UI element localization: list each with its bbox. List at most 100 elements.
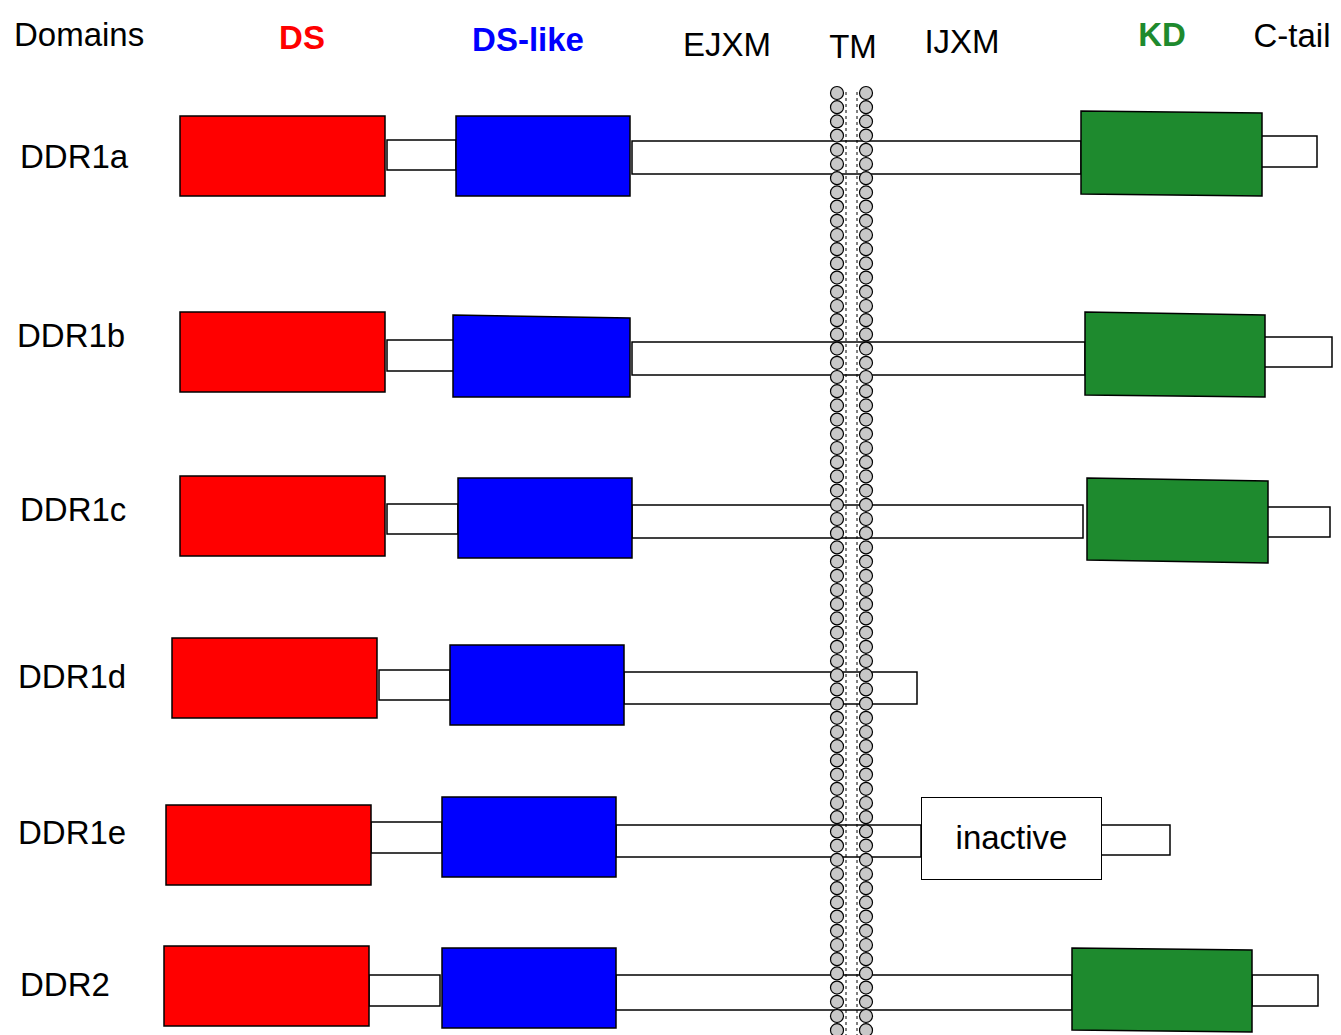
lipid-head xyxy=(831,442,844,455)
domain-header: KD xyxy=(1138,17,1186,53)
lipid-head xyxy=(860,172,873,185)
isoform-label: DDR1e xyxy=(18,815,126,851)
lipid-head xyxy=(831,143,844,156)
lipid-head xyxy=(860,498,873,511)
lipid-head xyxy=(831,1024,844,1035)
lipid-head xyxy=(831,768,844,781)
lipid-head xyxy=(831,527,844,540)
lipid-head xyxy=(860,598,873,611)
lipid-head xyxy=(860,143,873,156)
lipid-head xyxy=(860,555,873,568)
lipid-head xyxy=(831,612,844,625)
isoform-label: DDR1d xyxy=(18,659,126,695)
lipid-head xyxy=(831,626,844,639)
lipid-head xyxy=(831,513,844,526)
lipid-head xyxy=(831,939,844,952)
domain-header: IJXM xyxy=(924,24,999,60)
lipid-head xyxy=(831,285,844,298)
lipid-head xyxy=(831,967,844,980)
lipid-head xyxy=(860,115,873,128)
lipid-head xyxy=(831,882,844,895)
lipid-head xyxy=(831,399,844,412)
lipid-head xyxy=(860,158,873,171)
lipid-head xyxy=(860,1024,873,1035)
lipid-head xyxy=(831,200,844,213)
lipid-head xyxy=(831,229,844,242)
lipid-head xyxy=(831,470,844,483)
lipid-head xyxy=(831,995,844,1008)
lipid-head xyxy=(860,328,873,341)
lipid-head xyxy=(860,129,873,142)
lipid-head xyxy=(831,655,844,668)
domain-header: EJXM xyxy=(683,27,771,63)
lipid-head xyxy=(860,1010,873,1023)
lipid-head xyxy=(831,981,844,994)
domain-header: TM xyxy=(829,29,877,65)
lipid-head xyxy=(860,527,873,540)
lipid-head xyxy=(860,442,873,455)
lipid-head xyxy=(860,371,873,384)
lipid-head xyxy=(831,257,844,270)
ds-like-domains xyxy=(442,116,632,1028)
isoform-label: DDR1b xyxy=(17,318,125,354)
lipid-head xyxy=(860,995,873,1008)
lipid-head xyxy=(860,782,873,795)
ds-domains xyxy=(164,116,385,1026)
lipid-head xyxy=(860,541,873,554)
lipid-head xyxy=(831,754,844,767)
lipid-head xyxy=(860,655,873,668)
lipid-head xyxy=(831,782,844,795)
lipid-head xyxy=(860,385,873,398)
lipid-head xyxy=(860,285,873,298)
lipid-head xyxy=(831,214,844,227)
lipid-head xyxy=(860,243,873,256)
lipid-head xyxy=(860,868,873,881)
lipid-head xyxy=(860,186,873,199)
lipid-head xyxy=(831,243,844,256)
linkers-and-bars xyxy=(369,136,1332,1010)
lipid-head xyxy=(860,981,873,994)
lipid-head xyxy=(831,953,844,966)
lipid-head xyxy=(831,186,844,199)
lipid-head xyxy=(860,214,873,227)
lipid-head xyxy=(860,939,873,952)
lipid-head xyxy=(860,697,873,710)
lipid-head xyxy=(860,356,873,369)
lipid-head xyxy=(831,300,844,313)
lipid-head xyxy=(860,584,873,597)
lipid-head xyxy=(831,371,844,384)
lipid-head xyxy=(831,328,844,341)
lipid-head xyxy=(831,172,844,185)
lipid-head xyxy=(860,896,873,909)
lipid-head xyxy=(860,271,873,284)
domain-header: C-tail xyxy=(1253,18,1330,54)
lipid-head xyxy=(860,740,873,753)
lipid-head xyxy=(831,853,844,866)
lipid-head xyxy=(831,825,844,838)
lipid-head xyxy=(860,910,873,923)
lipid-head xyxy=(831,868,844,881)
lipid-head xyxy=(860,626,873,639)
lipid-head xyxy=(860,229,873,242)
lipid-head xyxy=(860,640,873,653)
lipid-head xyxy=(831,87,844,100)
lipid-head xyxy=(831,356,844,369)
lipid-head xyxy=(860,967,873,980)
lipid-head xyxy=(831,726,844,739)
lipid-head xyxy=(860,839,873,852)
lipid-head xyxy=(831,115,844,128)
lipid-head xyxy=(860,683,873,696)
lipid-head xyxy=(831,342,844,355)
lipid-head xyxy=(860,427,873,440)
lipid-head xyxy=(860,101,873,114)
lipid-head xyxy=(831,129,844,142)
inactive-kinase-box: inactive xyxy=(921,797,1102,880)
lipid-head xyxy=(860,300,873,313)
lipid-head xyxy=(860,924,873,937)
isoform-label: DDR2 xyxy=(20,967,110,1003)
lipid-head xyxy=(860,200,873,213)
lipid-head xyxy=(831,740,844,753)
lipid-head xyxy=(831,314,844,327)
lipid-head xyxy=(831,541,844,554)
